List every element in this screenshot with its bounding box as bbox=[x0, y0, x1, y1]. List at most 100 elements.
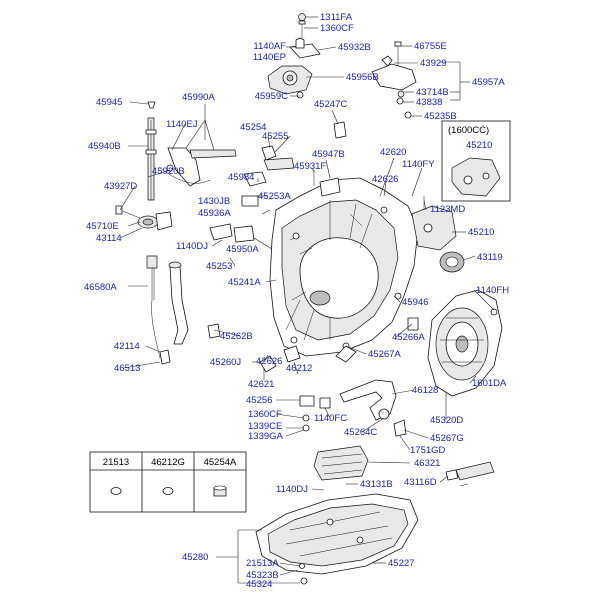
speedometer-gear-drawing bbox=[115, 205, 173, 231]
legend-header-3: 45254A bbox=[204, 457, 237, 468]
label-46128: 46128 bbox=[412, 385, 438, 396]
label-45931f: 45931F bbox=[294, 161, 326, 172]
label-45936a: 45936A bbox=[198, 208, 231, 219]
manual-lever-drawing bbox=[289, 37, 321, 59]
label-45210-mid: 45210 bbox=[468, 227, 494, 238]
label-1140af: 1140AF bbox=[253, 41, 286, 52]
label-45247c: 45247C bbox=[314, 99, 347, 110]
label-1140fy: 1140FY bbox=[402, 159, 435, 170]
label-1360cf-mid: 1360CF bbox=[248, 409, 282, 420]
label-43114: 43114 bbox=[96, 233, 122, 244]
label-45957a: 45957A bbox=[472, 77, 505, 88]
small-bolts-drawing bbox=[207, 317, 419, 432]
label-43929: 43929 bbox=[420, 58, 446, 69]
label-45255: 45255 bbox=[262, 131, 288, 142]
label-1600cc: (1600CC) bbox=[448, 125, 489, 136]
label-1339ga: 1339GA bbox=[248, 431, 284, 442]
bracket-45210-drawing bbox=[411, 196, 457, 251]
label-1140dj-mid: 1140DJ bbox=[176, 241, 208, 252]
label-45323b: 45323B bbox=[246, 570, 279, 581]
label-1339ce: 1339CE bbox=[248, 421, 282, 432]
label-1601da: 1601DA bbox=[472, 378, 507, 389]
filler-tube-drawing bbox=[159, 261, 189, 365]
label-1140fh: 1140FH bbox=[476, 285, 509, 296]
sensor-bracket-drawing bbox=[209, 145, 295, 243]
legend-plug-icon bbox=[162, 487, 174, 495]
label-45324: 45324 bbox=[246, 579, 272, 590]
label-43116d: 43116D bbox=[404, 477, 437, 488]
legend-table: 21513 46212G 45254A bbox=[89, 451, 247, 513]
label-45235b: 45235B bbox=[424, 111, 457, 122]
parts-illustration bbox=[115, 13, 511, 585]
selector-linkage-drawing bbox=[159, 147, 237, 187]
label-42626-top: 42626 bbox=[372, 174, 398, 185]
oil-seal-drawing bbox=[439, 251, 465, 273]
dipstick-drawing bbox=[146, 255, 161, 359]
bracket-1600cc-drawing bbox=[441, 120, 511, 202]
label-43838: 43838 bbox=[416, 97, 442, 108]
label-45947b: 45947B bbox=[312, 149, 345, 160]
legend-header-2: 46212G bbox=[151, 457, 185, 468]
label-45210-top: 45210 bbox=[466, 140, 492, 151]
label-21513a: 21513A bbox=[246, 558, 279, 569]
label-42620: 42620 bbox=[380, 147, 406, 158]
bolt-1311fa-drawing bbox=[298, 13, 306, 38]
label-45241a: 45241A bbox=[228, 277, 261, 288]
label-45945: 45945 bbox=[96, 97, 122, 108]
cooler-pipe-drawing bbox=[339, 379, 407, 437]
label-46580a: 46580A bbox=[84, 282, 117, 293]
label-1751gd: 1751GD bbox=[410, 445, 446, 456]
label-45932b: 45932B bbox=[338, 42, 371, 53]
label-46513: 46513 bbox=[114, 363, 140, 374]
sealant-tube-drawing bbox=[445, 461, 495, 487]
transmission-case-drawing bbox=[269, 121, 419, 363]
detent-spring-drawing bbox=[371, 41, 417, 119]
pump-cover-drawing bbox=[427, 289, 503, 397]
label-46755e: 46755E bbox=[414, 41, 447, 52]
label-1430jb: 1430JB bbox=[198, 196, 230, 207]
label-45254: 45254 bbox=[240, 122, 266, 133]
label-42626-mid: 42626 bbox=[256, 356, 282, 367]
label-45260j: 45260J bbox=[210, 357, 241, 368]
cover-plate-45956b-drawing bbox=[267, 65, 313, 99]
legend-header-1: 21513 bbox=[103, 457, 129, 468]
label-45264c: 45264C bbox=[344, 427, 377, 438]
label-46321: 46321 bbox=[414, 458, 440, 469]
shift-rod-drawing bbox=[145, 101, 157, 201]
label-45990a: 45990A bbox=[182, 92, 215, 103]
label-45253a: 45253A bbox=[258, 191, 291, 202]
label-45320d: 45320D bbox=[430, 415, 463, 426]
label-1140dj-bot: 1140DJ bbox=[276, 484, 308, 495]
legend-plug-icon bbox=[110, 487, 122, 495]
leader-lines bbox=[119, 16, 495, 584]
label-43927d: 43927D bbox=[104, 181, 137, 192]
label-45956b: 45956B bbox=[346, 72, 379, 83]
label-42621: 42621 bbox=[248, 379, 274, 390]
label-1140ej: 1140EJ bbox=[166, 119, 198, 130]
label-45280: 45280 bbox=[182, 552, 208, 563]
oil-pan-drawing bbox=[255, 493, 419, 585]
label-1360cf-top: 1360CF bbox=[320, 23, 354, 34]
label-43714b: 43714B bbox=[416, 87, 449, 98]
label-45266a: 45266A bbox=[392, 332, 425, 343]
label-45710e: 45710E bbox=[86, 221, 119, 232]
label-45920b: 45920B bbox=[152, 166, 185, 177]
label-45950a: 45950A bbox=[226, 244, 259, 255]
label-45959c: 45959C bbox=[255, 91, 288, 102]
label-1123md: 1123MD bbox=[430, 204, 465, 215]
part-labels: 1311FA 1360CF 1140AF 1140EP 45932B 46755… bbox=[84, 12, 509, 590]
label-45256: 45256 bbox=[246, 395, 272, 406]
label-46212: 46212 bbox=[286, 363, 312, 374]
label-45262b: 45262B bbox=[220, 331, 253, 342]
label-45984: 45984 bbox=[228, 172, 254, 183]
label-45253: 45253 bbox=[206, 261, 232, 272]
label-45267a: 45267A bbox=[368, 349, 401, 360]
label-1140ep: 1140EP bbox=[253, 52, 286, 63]
label-45940b: 45940B bbox=[88, 141, 121, 152]
label-43131b: 43131B bbox=[360, 479, 393, 490]
label-45946: 45946 bbox=[402, 297, 428, 308]
label-43119: 43119 bbox=[477, 252, 503, 263]
label-45267g: 45267G bbox=[430, 433, 464, 444]
oil-filter-drawing bbox=[313, 445, 369, 481]
